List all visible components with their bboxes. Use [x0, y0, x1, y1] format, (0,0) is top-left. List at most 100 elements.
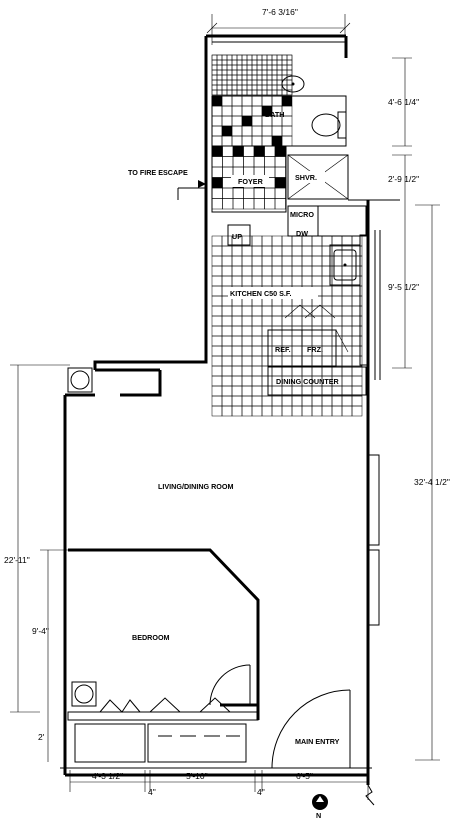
floor-tile	[231, 115, 243, 127]
floor-tile	[271, 405, 283, 417]
floor-tile	[271, 275, 283, 287]
floor-tile	[331, 395, 343, 407]
floor-tile	[331, 325, 343, 337]
floor-tile	[271, 95, 283, 107]
floor-tile	[251, 375, 263, 387]
floor-tile	[281, 95, 293, 107]
floor-tile	[301, 315, 313, 327]
ref-label: REF.	[275, 345, 291, 354]
floor-tile	[221, 345, 233, 357]
dim-bottom-gap-1: 4"	[148, 787, 156, 797]
floor-tile	[281, 245, 293, 257]
floor-tile	[281, 305, 293, 317]
floor-tile	[341, 345, 353, 357]
floor-tile	[341, 325, 353, 337]
floor-tile	[211, 156, 223, 168]
floor-tile	[231, 385, 243, 397]
floor-tile	[231, 355, 243, 367]
floor-tile	[221, 315, 233, 327]
floor-tile	[241, 265, 253, 277]
floor-tile	[311, 265, 323, 277]
floor-tile	[251, 105, 263, 117]
floor-tile	[251, 135, 263, 147]
floor-tile	[211, 115, 223, 127]
dim-left-height: 22'-11"	[4, 555, 30, 565]
floor-tile	[261, 245, 273, 257]
floor-tile	[211, 245, 223, 257]
floor-tile	[321, 395, 333, 407]
dim-top-width: 7'-6 3/16"	[262, 7, 298, 17]
floor-tile	[251, 275, 263, 287]
floor-tile	[251, 395, 263, 407]
floor-tile	[261, 405, 273, 417]
dim-small-left: 2'	[38, 732, 45, 742]
floor-tile	[231, 255, 243, 267]
floor-tile	[231, 375, 243, 387]
floor-tile	[261, 335, 273, 347]
floor-tile	[291, 325, 303, 337]
floor-tile	[241, 355, 253, 367]
floor-tile	[261, 345, 273, 357]
floor-tile	[251, 325, 263, 337]
floor-tile	[281, 405, 293, 417]
floor-tile	[211, 135, 223, 147]
floor-tile	[264, 156, 276, 168]
floor-tile	[321, 405, 333, 417]
floor-tile	[231, 325, 243, 337]
dining-counter-label: DINING COUNTER	[276, 377, 340, 386]
floor-tile	[251, 315, 263, 327]
floor-tile	[221, 405, 233, 417]
floor-tile	[211, 255, 223, 267]
floor-tile	[232, 145, 244, 157]
floor-tile	[271, 315, 283, 327]
floor-tile	[211, 355, 223, 367]
floor-tile	[221, 395, 233, 407]
floor-tile	[231, 395, 243, 407]
floor-tile	[321, 295, 333, 307]
main-entry-label: MAIN ENTRY	[295, 737, 340, 746]
dim-bath-height: 4'-6 1/4"	[388, 97, 419, 107]
floor-tile	[351, 405, 363, 417]
floor-tile	[301, 395, 313, 407]
right-dimensions: 4'-6 1/4" 2'-9 1/2" 9'-5 1/2" 32'-4 1/2"	[388, 57, 450, 761]
floor-tile	[331, 315, 343, 327]
floor-tile	[243, 145, 255, 157]
floor-tile	[211, 345, 223, 357]
floor-tile	[211, 315, 223, 327]
floor-tile	[261, 395, 273, 407]
floor-tile	[231, 265, 243, 277]
floor-tile	[241, 365, 253, 377]
floor-tile	[231, 315, 243, 327]
floor-tile	[291, 245, 303, 257]
floor-tile	[321, 335, 333, 347]
floor-tile	[331, 295, 343, 307]
dim-bottom-3: 6'-5"	[296, 771, 313, 781]
floor-tile	[311, 315, 323, 327]
floor-tile	[271, 135, 283, 147]
fire-escape-label: TO FIRE ESCAPE	[128, 168, 188, 177]
kitchen-area: MICRO DW UP KITCHEN C50 S.F. REF. FRZ. D…	[211, 205, 369, 417]
floor-tile	[211, 105, 223, 117]
floor-tile	[281, 265, 293, 277]
floor-tile	[291, 405, 303, 417]
floor-tile	[221, 365, 233, 377]
up-label: UP	[232, 232, 242, 241]
floor-tile	[211, 285, 223, 297]
floor-tile	[231, 105, 243, 117]
floor-tile	[241, 405, 253, 417]
floor-tile	[241, 255, 253, 267]
top-dimension: 7'-6 3/16"	[206, 7, 351, 45]
floor-tile	[241, 105, 253, 117]
floor-tile	[231, 95, 243, 107]
floor-tile	[232, 187, 244, 199]
floor-tile	[211, 395, 223, 407]
floor-tile	[261, 275, 273, 287]
floor-tile	[241, 385, 253, 397]
floor-tile	[311, 325, 323, 337]
floor-tile	[261, 265, 273, 277]
floor-tile	[241, 245, 253, 257]
floor-tile	[251, 125, 263, 137]
main-entry: MAIN ENTRY	[271, 689, 351, 769]
floor-tile	[351, 395, 363, 407]
shower-label: SHVR.	[295, 173, 317, 182]
